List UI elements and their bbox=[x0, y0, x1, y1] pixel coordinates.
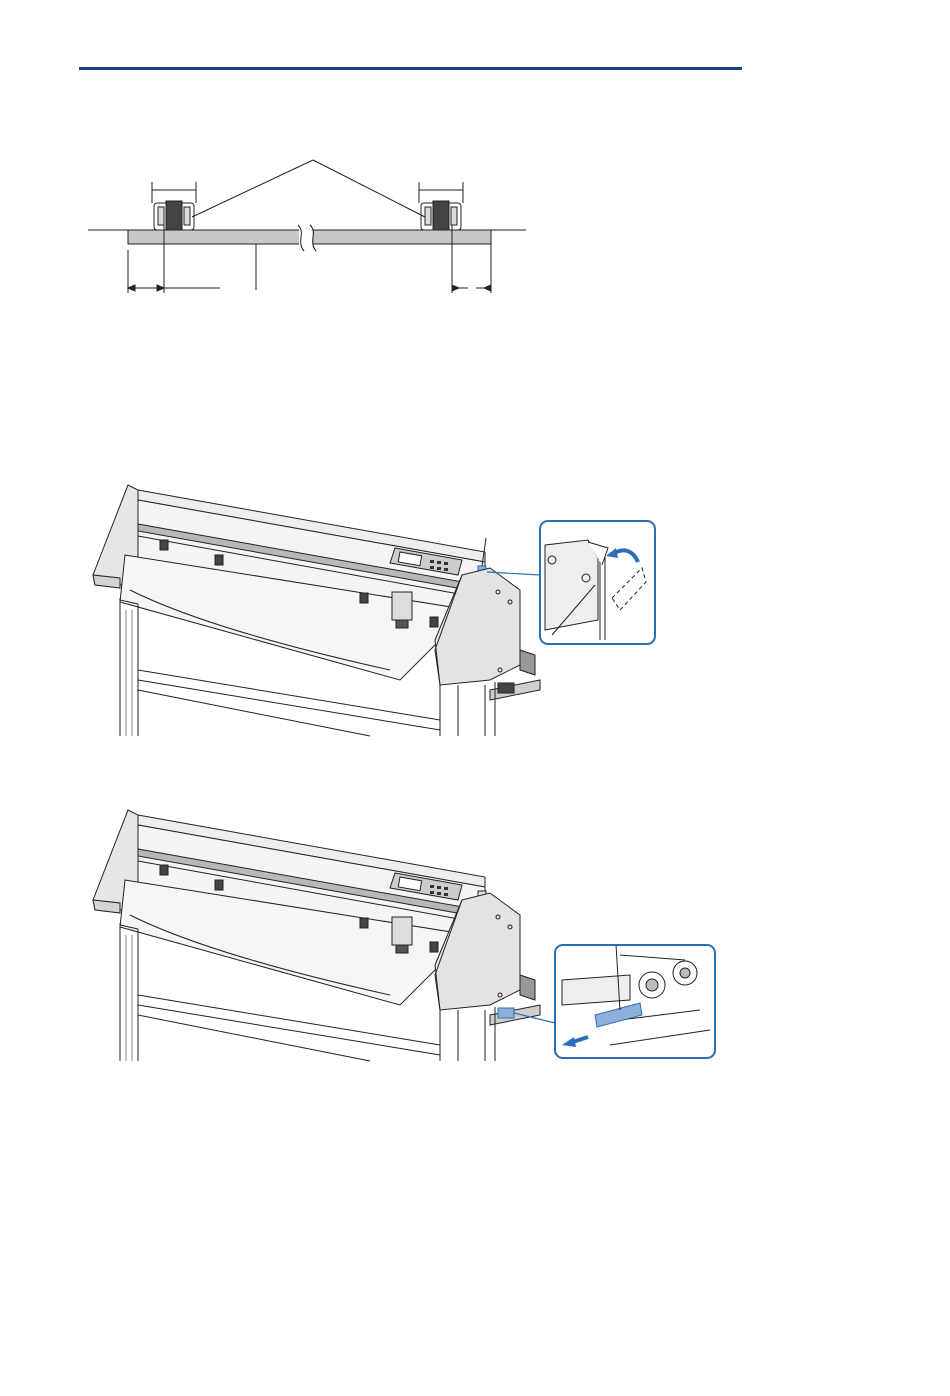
header-rule bbox=[79, 67, 742, 70]
right-pinch-roller bbox=[421, 201, 461, 230]
sensor-lever-callout bbox=[540, 521, 655, 644]
media-stopper-callout bbox=[555, 945, 715, 1058]
pinch-roller-margin-diagram bbox=[88, 155, 528, 300]
plotter-illustration-sensor-lever bbox=[90, 480, 660, 740]
left-pinch-roller bbox=[154, 201, 194, 230]
plotter-illustration-media-stopper bbox=[90, 805, 720, 1065]
